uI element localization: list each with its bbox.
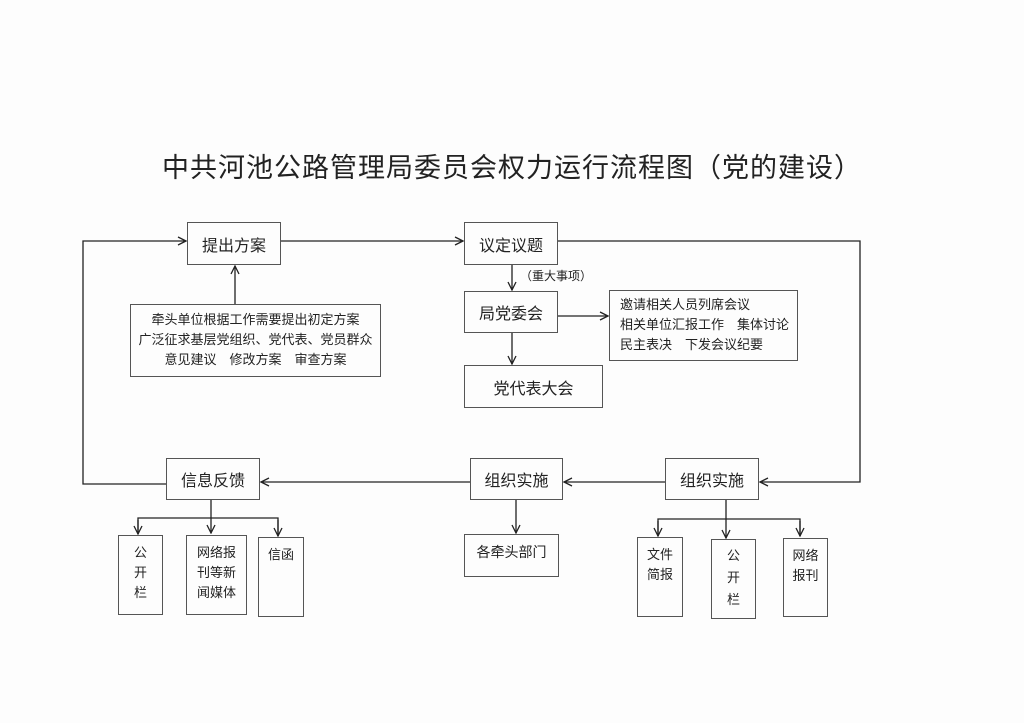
- channel-briefing: 文件 简报: [637, 537, 683, 617]
- committee-detail-box: 邀请相关人员列席会议 相关单位汇报工作 集体讨论 民主表决 下发会议纪要: [609, 290, 798, 361]
- detail-line: 广泛征求基层党组织、党代表、党员群众: [138, 332, 373, 348]
- decide-node: 议定议题: [464, 222, 558, 265]
- channel-letters: 信函: [258, 537, 304, 617]
- channel-news-media: 网络报 刊等新 闻媒体: [186, 535, 247, 615]
- detail-line: 民主表决 下发会议纪要: [620, 337, 764, 353]
- channel-online-press: 网络 报刊: [783, 538, 828, 617]
- lead-depts-node: 各牵头部门: [464, 534, 559, 577]
- feedback-node: 信息反馈: [166, 458, 260, 500]
- diagram-title: 中共河池公路管理局委员会权力运行流程图（党的建设）: [162, 153, 862, 184]
- detail-line: 意见建议 修改方案 审查方案: [164, 352, 347, 368]
- decide-to-implement-arrow: [558, 240, 861, 482]
- congress-node: 党代表大会: [464, 365, 603, 408]
- channel-bulletin-board-right: 公 开 栏: [711, 539, 756, 619]
- committee-node: 局党委会: [464, 291, 558, 333]
- detail-line: 牵头单位根据工作需要提出初定方案: [151, 312, 360, 328]
- channel-bulletin-board: 公 开 栏: [118, 535, 163, 615]
- propose-detail-box: 牵头单位根据工作需要提出初定方案 广泛征求基层党组织、党代表、党员群众 意见建议…: [130, 304, 381, 377]
- loop-back-arrow: [82, 241, 186, 485]
- detail-line: 相关单位汇报工作 集体讨论: [620, 317, 790, 333]
- implement-right-node: 组织实施: [665, 458, 759, 500]
- propose-node: 提出方案: [187, 222, 281, 265]
- major-matters-note: （重大事项）: [520, 269, 593, 283]
- detail-line: 邀请相关人员列席会议: [620, 297, 751, 313]
- implement-mid-node: 组织实施: [470, 458, 563, 500]
